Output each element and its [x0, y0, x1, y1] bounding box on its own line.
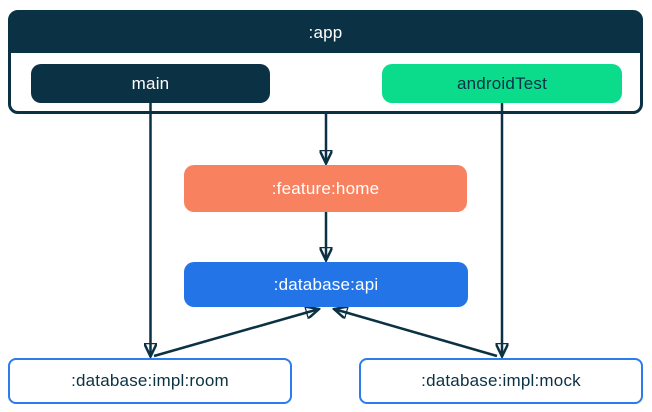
module-database-impl-mock-label: :database:impl:mock	[421, 371, 581, 390]
module-app-label: :app	[308, 23, 343, 42]
module-database-api-label: :database:api	[273, 274, 379, 294]
module-database-impl-room-node: :database:impl:room	[8, 358, 292, 404]
sourceset-androidtest-label: androidTest	[456, 73, 548, 93]
module-database-impl-room-label: :database:impl:room	[71, 371, 229, 390]
arrow-room-to-database-api	[153, 309, 319, 358]
sourceset-main-label: main	[131, 73, 170, 93]
module-feature-home-label: :feature:home	[271, 178, 380, 198]
module-app-container: :app main androidTest	[8, 10, 643, 114]
module-app-header: :app	[11, 13, 640, 53]
sourceset-androidtest-node: androidTest	[382, 64, 622, 103]
module-database-api-node: :database:api	[184, 262, 468, 307]
sourceset-main-node: main	[31, 64, 270, 103]
module-feature-home-node: :feature:home	[184, 165, 467, 212]
arrow-mock-to-database-api	[334, 309, 498, 358]
module-database-impl-mock-node: :database:impl:mock	[359, 358, 643, 404]
